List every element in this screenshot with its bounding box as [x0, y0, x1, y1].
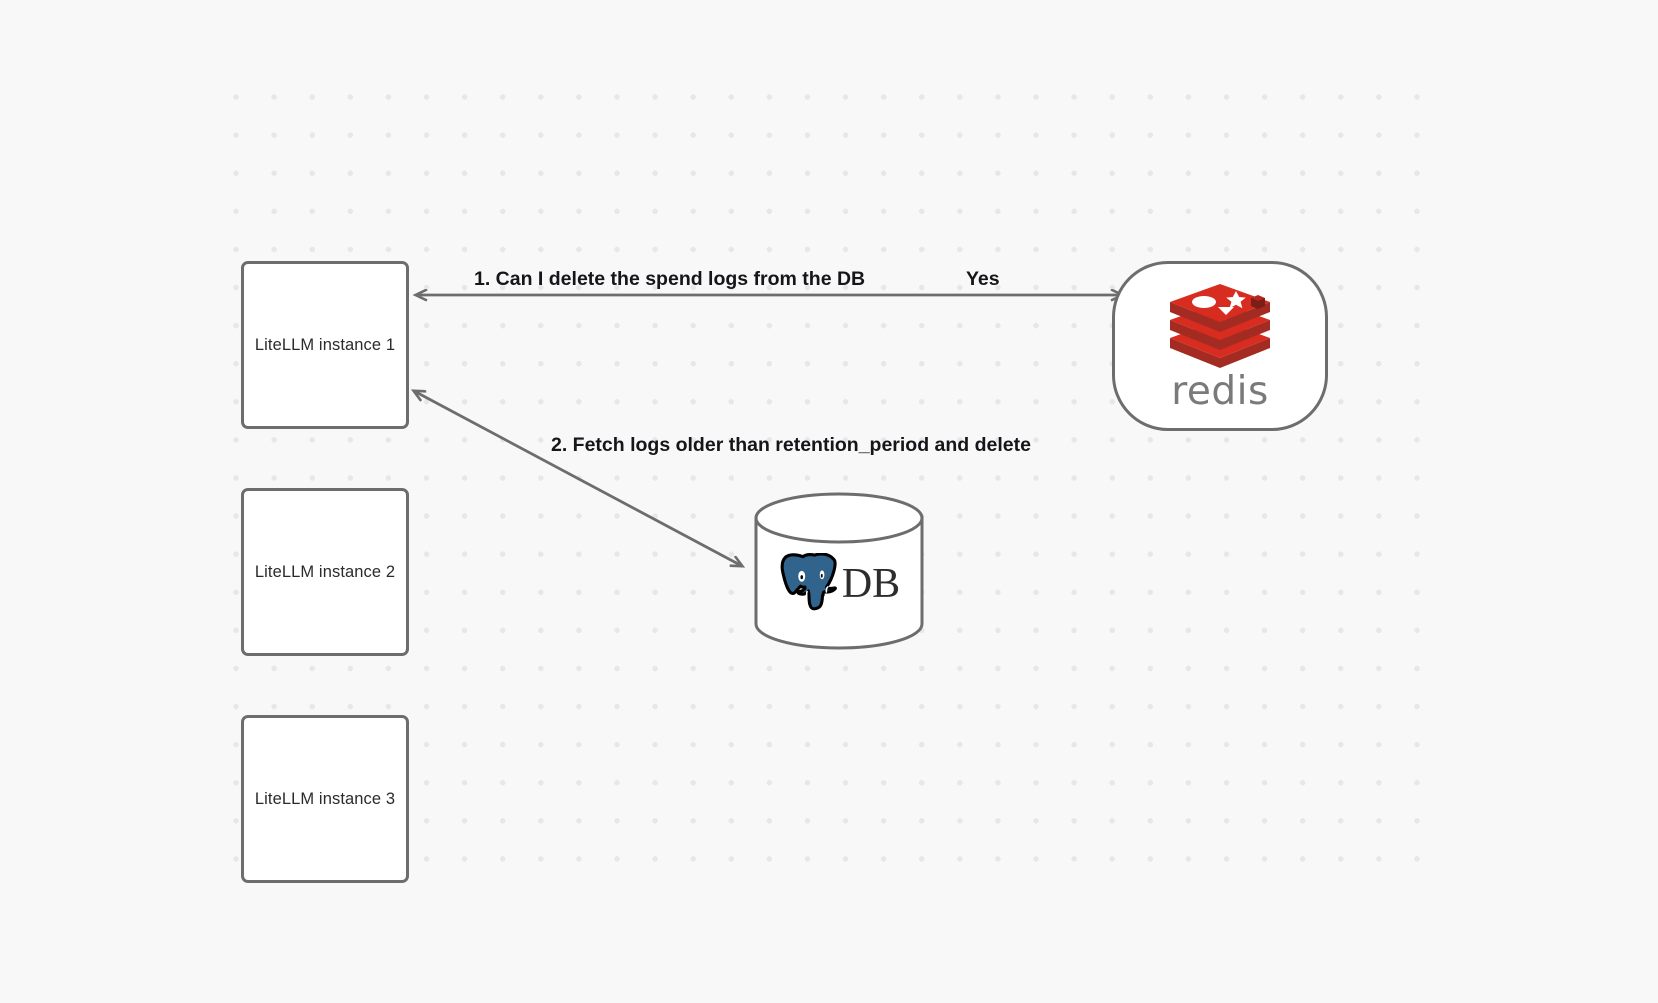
node-litellm-instance-3[interactable]: LiteLLM instance 3 [241, 715, 409, 883]
node-db[interactable]: DB [753, 492, 925, 650]
node-label: LiteLLM instance 3 [254, 789, 396, 808]
node-redis[interactable]: redis [1112, 261, 1328, 431]
node-label: LiteLLM instance 2 [254, 562, 396, 581]
edge-instance1-db [414, 391, 742, 566]
db-label: DB [841, 561, 901, 607]
node-litellm-instance-1[interactable]: LiteLLM instance 1 [241, 261, 409, 429]
edge-label-1-reply: Yes [966, 268, 1000, 290]
edge-label-2: 2. Fetch logs older than retention_perio… [551, 434, 1031, 456]
node-litellm-instance-2[interactable]: LiteLLM instance 2 [241, 488, 409, 656]
redis-logo-icon [1170, 283, 1270, 368]
postgresql-elephant-icon [780, 553, 837, 611]
redis-wordmark: redis [1171, 368, 1269, 414]
edge-label-1: 1. Can I delete the spend logs from the … [474, 268, 866, 290]
node-label: LiteLLM instance 1 [254, 335, 396, 354]
cylinder-shape [754, 492, 924, 650]
